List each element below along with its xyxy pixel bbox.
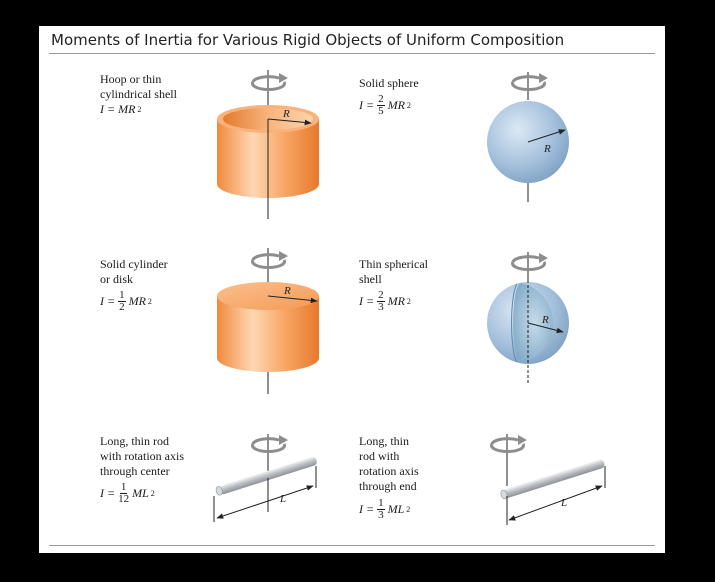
spherical-shell-figure: R [487,252,569,383]
hoop-figure: R [217,70,319,219]
length-arrow [508,485,603,521]
length-label: L [560,497,567,509]
rotation-arrow-icon [251,251,288,269]
rotation-arrow-icon [251,73,288,91]
solid-sphere-label: Solid sphere [359,76,419,90]
radius-label: R [282,108,290,120]
radius-arrow [267,118,312,126]
solid-cylinder-label: Solid cylinder or disk [100,257,168,286]
rod-end-label: Long, thin rod with rotation axis throug… [359,434,419,493]
radius-arrow [267,295,318,304]
radius-arrow [527,129,566,143]
rotation-arrow-icon [511,253,548,271]
rotation-arrow-icon [511,73,548,91]
solid-cylinder-figure: R [217,248,319,394]
length-label: L [279,493,286,505]
hoop-label: Hoop or thin cylindrical shell [100,72,177,101]
rod-center-label: Long, thin rod with rotation axis throug… [100,434,184,478]
cylinder-body [217,296,319,372]
radius-label: R [543,143,551,155]
rotation-arrow-icon [490,435,527,453]
solid-sphere-figure: R [487,72,569,202]
radius-label: R [283,285,291,297]
length-arrow [216,485,314,519]
figure-title: Moments of Inertia for Various Rigid Obj… [51,31,565,49]
radius-arrow [527,322,564,334]
spherical-shell-label: Thin spherical shell [359,257,428,286]
rotation-arrow-icon [251,435,288,453]
rod-body [500,459,605,500]
illustrations: R R R [213,70,606,525]
bottom-rule [49,545,655,546]
rod-end-figure: L [490,434,606,525]
title-rule [49,53,655,54]
radius-label: R [541,314,549,326]
figure-panel: Moments of Inertia for Various Rigid Obj… [39,26,665,553]
rod-center-figure: L [213,434,317,522]
